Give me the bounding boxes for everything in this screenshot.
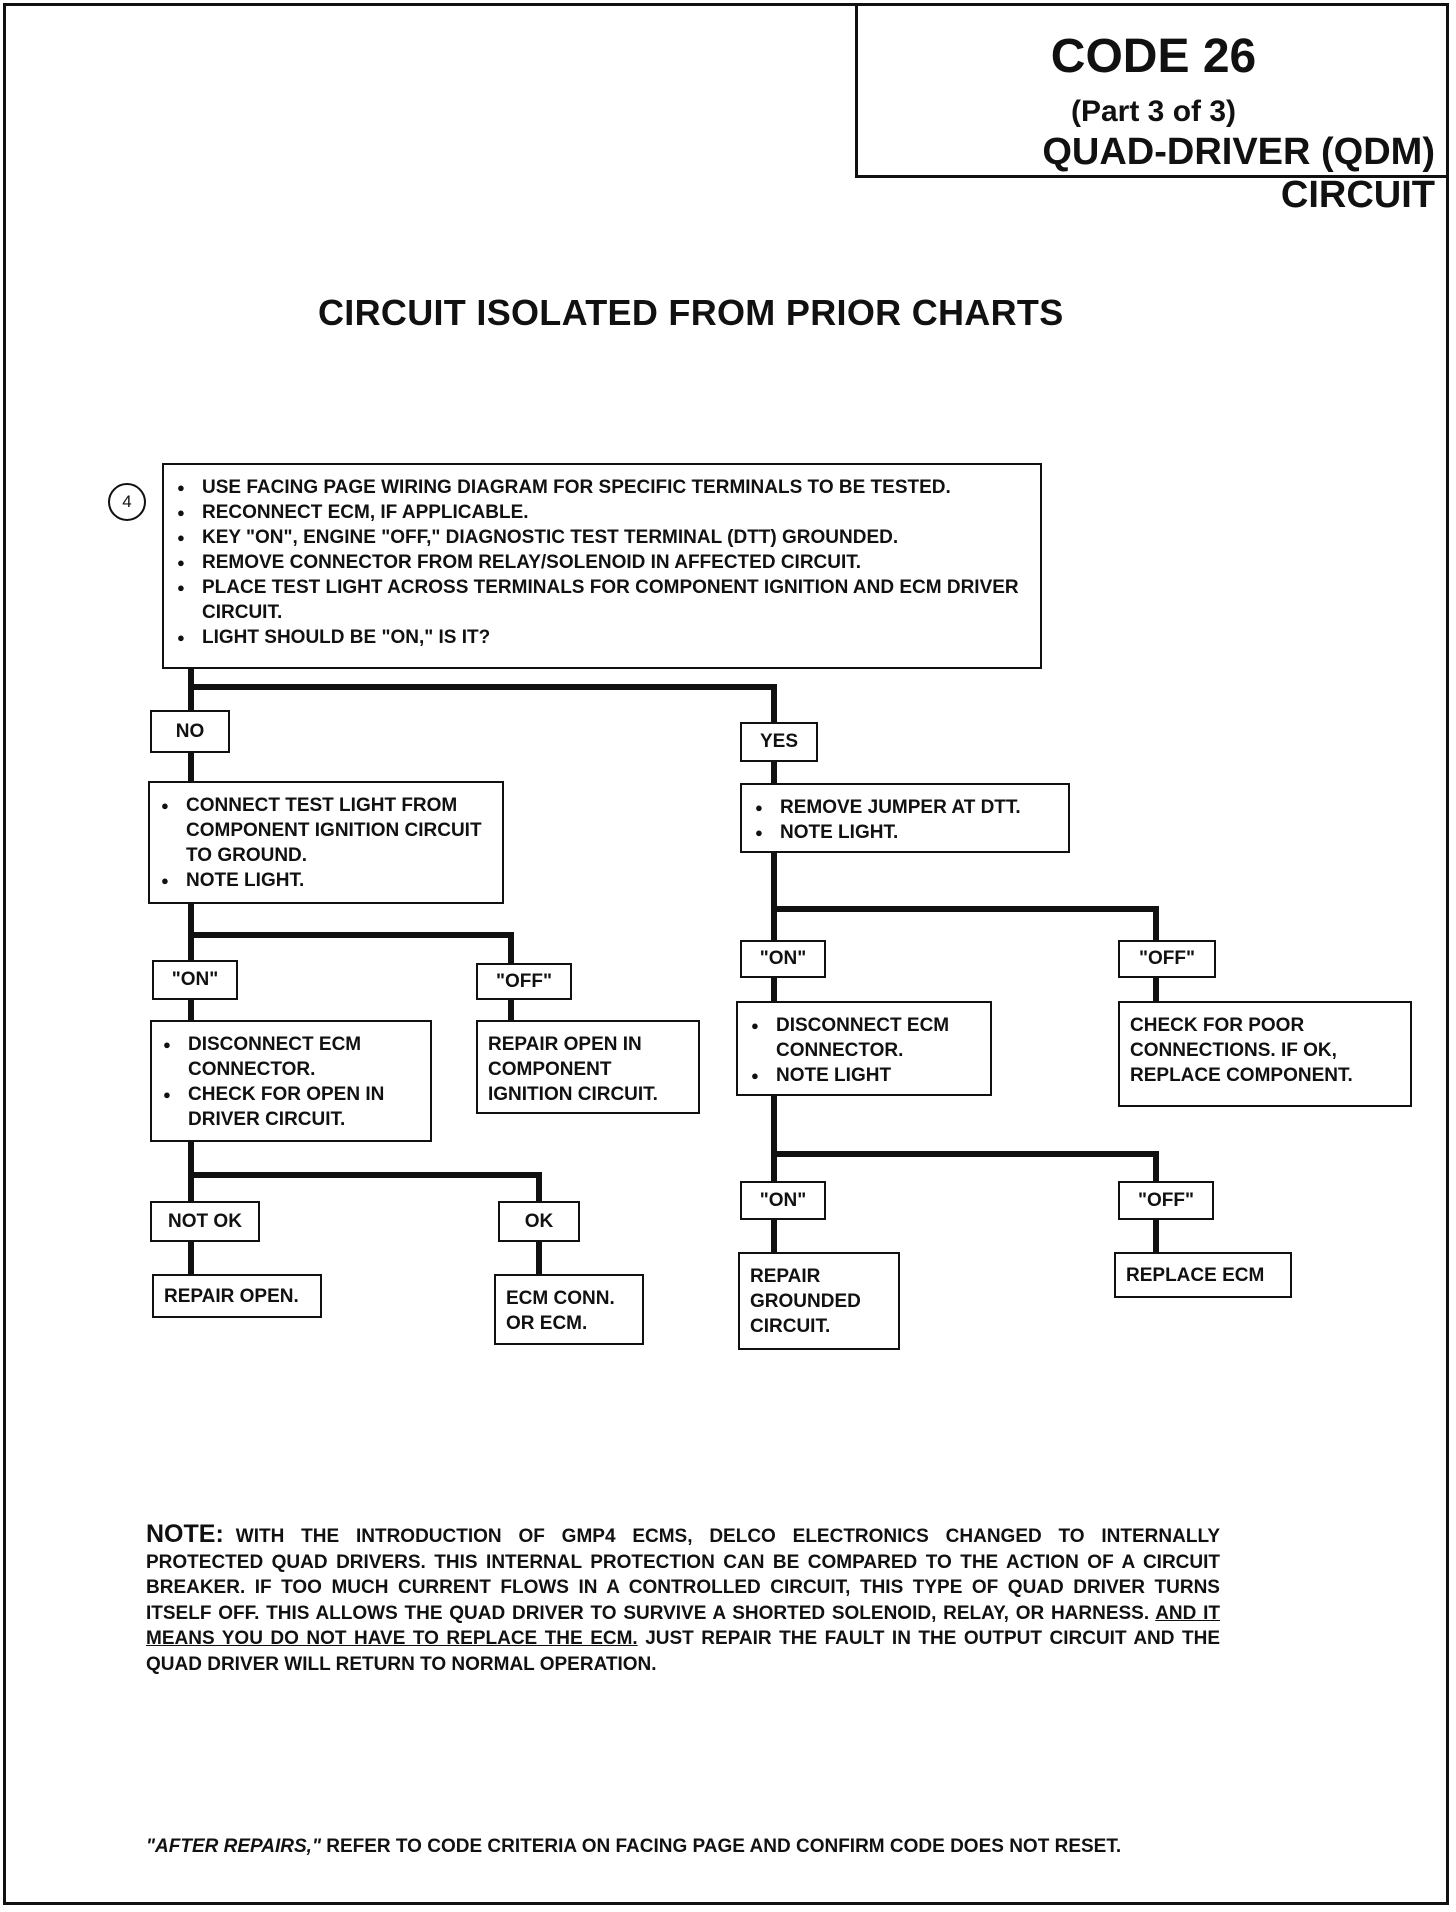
- no-step-item: CONNECT TEST LIGHT FROM COMPONENT IGNITI…: [152, 793, 494, 868]
- connector-line: [188, 684, 777, 690]
- yes-on-step-box: DISCONNECT ECM CONNECTOR. NOTE LIGHT: [736, 1001, 992, 1096]
- no-on-step-item: CHECK FOR OPEN IN DRIVER CIRCUIT.: [154, 1082, 422, 1132]
- page-border: [3, 3, 1449, 1905]
- connector-line: [1153, 906, 1159, 942]
- connector-line: [188, 1172, 542, 1178]
- not-ok-label: NOT OK: [150, 1201, 260, 1242]
- poor-connections-box: CHECK FOR POOR CONNECTIONS. IF OK, REPLA…: [1118, 1001, 1412, 1107]
- connector-line: [188, 1240, 194, 1276]
- yes-label: YES: [740, 722, 818, 762]
- circuit-title: QUAD-DRIVER (QDM) CIRCUIT: [1042, 131, 1435, 216]
- connector-line: [508, 998, 514, 1022]
- connector-line: [771, 852, 777, 942]
- connector-line: [188, 751, 194, 783]
- note-text: WITH THE INTRODUCTION OF GMP4 ECMS, DELC…: [146, 1526, 1220, 1624]
- connector-line: [536, 1240, 542, 1276]
- note-label: NOTE:: [146, 1520, 224, 1548]
- connector-line: [771, 906, 1159, 912]
- part-title: (Part 3 of 3): [1070, 95, 1237, 128]
- connector-line: [188, 1140, 194, 1203]
- repair-grounded-box: REPAIR GROUNDED CIRCUIT.: [738, 1252, 900, 1350]
- footer-instruction: "AFTER REPAIRS," REFER TO CODE CRITERIA …: [146, 1836, 1121, 1858]
- start-step-item: KEY "ON", ENGINE "OFF," DIAGNOSTIC TEST …: [168, 525, 1032, 550]
- start-step-box: USE FACING PAGE WIRING DIAGRAM FOR SPECI…: [162, 463, 1042, 669]
- footer-text: REFER TO CODE CRITERIA ON FACING PAGE AN…: [326, 1836, 1122, 1857]
- connector-line: [771, 684, 777, 724]
- code-title: CODE 26: [1050, 30, 1257, 83]
- no-off-result-box: REPAIR OPEN IN COMPONENT IGNITION CIRCUI…: [476, 1020, 700, 1114]
- connector-line: [536, 1172, 542, 1203]
- no-on-step-item: DISCONNECT ECM CONNECTOR.: [154, 1032, 422, 1082]
- connector-line: [1153, 1218, 1159, 1254]
- start-step-item: USE FACING PAGE WIRING DIAGRAM FOR SPECI…: [168, 475, 1032, 500]
- yes-step-item: REMOVE JUMPER AT DTT.: [746, 795, 1060, 820]
- yes-on-step-item: NOTE LIGHT: [742, 1063, 982, 1088]
- ok-label: OK: [498, 1201, 580, 1242]
- repair-open-box: REPAIR OPEN.: [152, 1274, 322, 1318]
- yes-on-step-item: DISCONNECT ECM CONNECTOR.: [742, 1013, 982, 1063]
- connector-line: [1153, 1151, 1159, 1183]
- yes-on-label: "ON": [740, 940, 826, 978]
- no-off-label: "OFF": [476, 963, 572, 1000]
- no-on-label: "ON": [152, 960, 238, 1000]
- title-block: CODE 26 (Part 3 of 3) QUAD-DRIVER (QDM) …: [855, 3, 1449, 216]
- no-label: NO: [150, 710, 230, 753]
- no-on-step-box: DISCONNECT ECM CONNECTOR. CHECK FOR OPEN…: [150, 1020, 432, 1142]
- connector-line: [508, 932, 514, 965]
- no-step-box: CONNECT TEST LIGHT FROM COMPONENT IGNITI…: [148, 781, 504, 904]
- start-step-item: RECONNECT ECM, IF APPLICABLE.: [168, 500, 1032, 525]
- connector-line: [771, 1095, 777, 1183]
- start-step-item: REMOVE CONNECTOR FROM RELAY/SOLENOID IN …: [168, 550, 1032, 575]
- connector-line: [1153, 976, 1159, 1001]
- connector-line: [771, 1151, 1159, 1157]
- connector-line: [771, 1218, 777, 1254]
- yes-step-item: NOTE LIGHT.: [746, 820, 1060, 845]
- yes-step-box: REMOVE JUMPER AT DTT. NOTE LIGHT.: [740, 783, 1070, 853]
- yes-off-label: "OFF": [1118, 940, 1216, 978]
- note-underlined-text: AND IT MEANS YOU DO NOT HAVE TO REPLACE …: [146, 1602, 1221, 1650]
- note-block: NOTE:WITH THE INTRODUCTION OF GMP4 ECMS,…: [146, 1520, 1221, 1677]
- yes-off2-label: "OFF": [1118, 1181, 1214, 1220]
- start-step-item: LIGHT SHOULD BE "ON," IS IT?: [168, 625, 1032, 650]
- connector-line: [188, 932, 514, 938]
- step-number-badge: 4: [108, 483, 146, 521]
- replace-ecm-box: REPLACE ECM: [1114, 1252, 1292, 1298]
- ecm-conn-box: ECM CONN. OR ECM.: [494, 1274, 644, 1345]
- connector-line: [188, 998, 194, 1022]
- connector-line: [188, 668, 194, 714]
- connector-line: [771, 976, 777, 1001]
- chart-heading: CIRCUIT ISOLATED FROM PRIOR CHARTS: [318, 292, 1064, 333]
- no-step-item: NOTE LIGHT.: [152, 868, 494, 893]
- yes-on2-label: "ON": [740, 1181, 826, 1220]
- note-text-end: JUST REPAIR THE FAULT IN THE OUTPUT CIRC…: [146, 1628, 1220, 1675]
- connector-line: [771, 760, 777, 785]
- start-step-item: PLACE TEST LIGHT ACROSS TERMINALS FOR CO…: [168, 575, 1032, 625]
- footer-emphasis: "AFTER REPAIRS,": [146, 1836, 321, 1857]
